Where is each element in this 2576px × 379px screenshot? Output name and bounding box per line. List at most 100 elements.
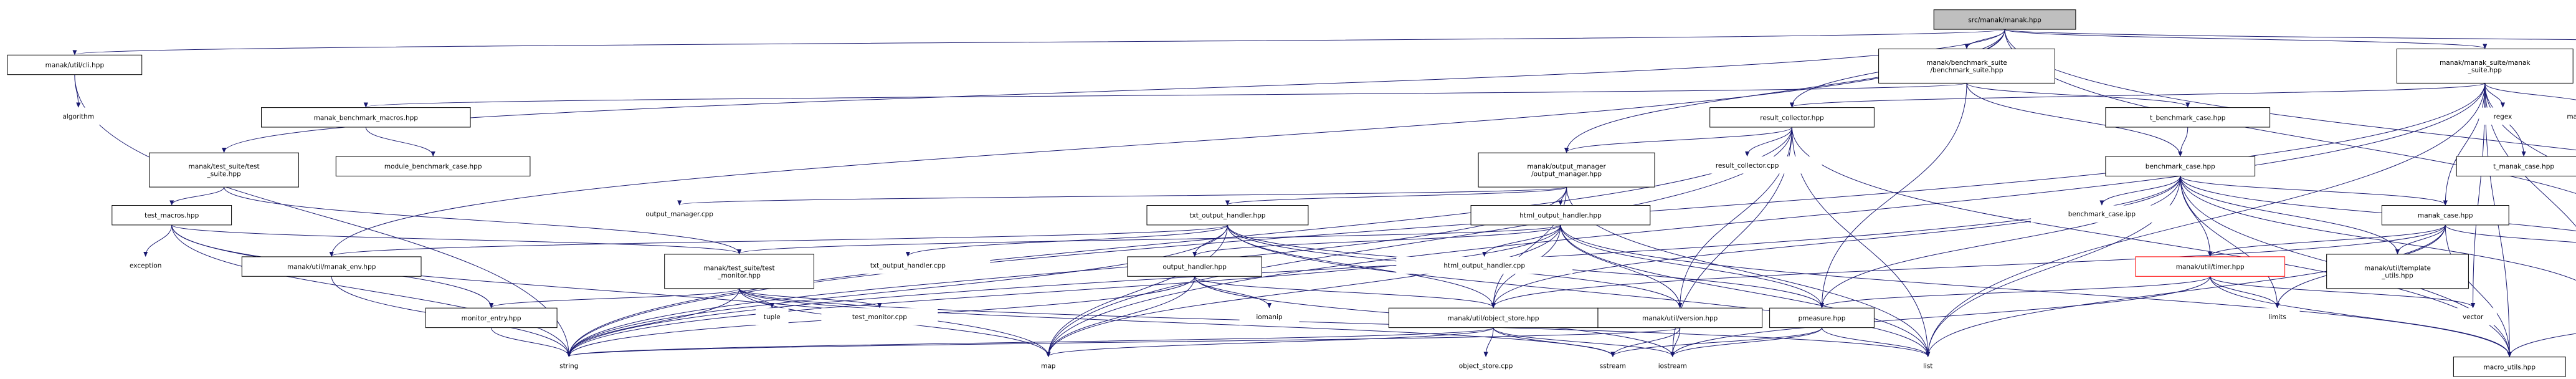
node-label: _suite.hpp	[206, 171, 241, 178]
edge-output_handler-to-object_store	[1194, 276, 1493, 307]
edge-benchmark_case-to-manak_case	[2180, 175, 2446, 204]
node-test-suite[interactable]: manak/test_suite/test_suite.hpp	[149, 152, 299, 188]
edge-timer-to-limits	[2210, 276, 2278, 307]
node-box	[149, 152, 299, 188]
node-label: object_store.cpp	[1459, 362, 1513, 370]
node-box	[241, 256, 422, 277]
node-cli[interactable]: manak/util/cli.hpp	[7, 54, 143, 75]
edge-html_output_handler-to-string	[569, 224, 1561, 357]
edge-html_output_handler-to-test_monitor	[739, 224, 1561, 254]
node-bench-suite[interactable]: manak/benchmark_suite/benchmark_suite.hp…	[1878, 49, 2056, 84]
node-box	[2539, 107, 2576, 125]
node-box	[2381, 205, 2509, 226]
edge-manak_suite-to-result_collector	[1792, 82, 2486, 107]
node-output-handler[interactable]: output_handler.hpp	[1127, 256, 1263, 277]
node-test-monitor-cpp: test_monitor.cpp	[821, 308, 938, 325]
node-test-macros[interactable]: test_macros.hpp	[112, 205, 232, 226]
edge-version-to-sstream	[1613, 327, 1681, 357]
node-box	[821, 308, 938, 325]
node-box	[261, 107, 471, 128]
edge-cli-to-algorithm	[74, 74, 78, 107]
edge-output_manager-to-output_manager_cpp	[680, 186, 1567, 204]
edge-manak_suite-to-regex	[2484, 83, 2503, 107]
node-test-monitor[interactable]: manak/test_suite/test_monitor.hpp	[664, 254, 814, 289]
node-manak-suite[interactable]: manak/manak_suite/manak_suite.hpp	[2396, 49, 2574, 84]
node-result-collector[interactable]: result_collector.hpp	[1709, 107, 1875, 128]
node-box	[2456, 156, 2576, 176]
edge-html_output_handler-to-macro_utils	[1560, 224, 2509, 357]
node-box	[1146, 205, 1309, 226]
edge-output_manager-to-txt_output_handler	[1227, 186, 1567, 204]
node-label: vector	[2463, 314, 2484, 321]
node-box	[44, 107, 112, 125]
edge-html_output_handler-to-output_handler	[1195, 224, 1561, 256]
node-t-bench-case[interactable]: t_benchmark_case.hpp	[2105, 107, 2271, 128]
node-label: benchmark_case.hpp	[2146, 163, 2215, 171]
node-box	[1642, 357, 1703, 375]
node-timer[interactable]: manak/util/timer.hpp	[2135, 256, 2286, 277]
edge-test_monitor-to-monitor_entry	[492, 288, 740, 307]
node-monitor-entry[interactable]: monitor_entry.hpp	[425, 307, 558, 329]
node-box	[2105, 156, 2256, 176]
node-manak-case[interactable]: manak_case.hpp	[2381, 205, 2509, 226]
node-benchmark-case[interactable]: benchmark_case.hpp	[2105, 156, 2256, 176]
node-txt-output-handler[interactable]: txt_output_handler.hpp	[1146, 205, 1309, 226]
edge-object_store-to-string	[569, 327, 1494, 357]
node-label: manak/util/template	[2364, 264, 2431, 272]
node-label: txt_output_handler.hpp	[1189, 212, 1265, 219]
node-root[interactable]: src/manak/manak.hpp	[1933, 9, 2076, 30]
node-box	[604, 205, 754, 223]
node-label: list	[1923, 362, 1932, 370]
edge-html_output_handler-to-pmeasure	[1560, 224, 1822, 307]
node-label: src/manak/manak.hpp	[1968, 16, 2041, 24]
node-bench-macros[interactable]: manak_benchmark_macros.hpp	[261, 107, 471, 128]
node-object-store[interactable]: manak/util/object_store.hpp	[1388, 307, 1599, 329]
edge-benchmark_case-to-functional	[2180, 176, 2576, 231]
node-output-manager[interactable]: manak/output_manager/output_manager.hpp	[1478, 152, 1655, 188]
edge-html_output_handler-to-version	[1560, 224, 1680, 307]
node-iomanip: iomanip	[1239, 308, 1300, 325]
node-macro-utils[interactable]: macro_utils.hpp	[2453, 357, 2566, 377]
node-label: /benchmark_suite.hpp	[1931, 67, 2003, 74]
node-version[interactable]: manak/util/version.hpp	[1597, 307, 1763, 329]
node-box	[1933, 9, 2076, 30]
node-box	[1127, 256, 1263, 277]
node-label: monitor_entry.hpp	[462, 315, 521, 322]
edge-txt_output_handler-to-map	[1048, 224, 1228, 357]
node-label: manak/test_suite/test	[189, 163, 260, 171]
node-label: macro_utils.hpp	[2483, 363, 2536, 371]
edge-manak_case-to-functional	[2445, 224, 2576, 243]
node-label: output_manager.cpp	[645, 211, 713, 218]
node-label: t_manak_case.hpp	[2493, 163, 2554, 171]
edge-set_env-to-macro_utils	[2509, 333, 2576, 356]
node-box	[1709, 107, 1875, 128]
node-label: manak/util/object_store.hpp	[1448, 315, 1539, 322]
node-template-utils[interactable]: manak/util/template_utils.hpp	[2326, 254, 2469, 289]
node-box	[825, 256, 991, 274]
node-box	[1478, 152, 1655, 188]
node-t-manak-case[interactable]: t_manak_case.hpp	[2456, 156, 2576, 176]
node-html-output-handler[interactable]: html_output_handler.hpp	[1470, 205, 1651, 226]
node-limits: limits	[2255, 308, 2300, 325]
node-benchmark-case-ipp: benchmark_case.ipp	[2031, 205, 2173, 223]
node-manak-env[interactable]: manak/util/manak_env.hpp	[241, 256, 422, 277]
node-list: list	[1911, 357, 1944, 375]
edge-bench_suite-to-benchmark_case	[1966, 83, 2180, 156]
edge-test_suite-to-test_monitor	[224, 187, 739, 254]
node-box	[1911, 357, 1944, 375]
node-pmeasure[interactable]: pmeasure.hpp	[1769, 307, 1875, 329]
node-string: string	[544, 357, 593, 375]
edge-output_handler-to-map	[1048, 276, 1195, 356]
node-box	[1672, 156, 1822, 174]
edge-test_macros-to-string	[171, 224, 569, 357]
edge-root-to-cli	[75, 29, 2005, 54]
edge-manak_case-to-list	[1928, 224, 2446, 357]
edge-manak_suite-to-map	[1048, 83, 2486, 356]
node-label: result_collector.cpp	[1716, 162, 1779, 170]
node-module-bench-case[interactable]: module_benchmark_case.hpp	[335, 156, 531, 176]
node-object-store-cpp: object_store.cpp	[1426, 357, 1546, 375]
node-label: html_output_handler.hpp	[1519, 212, 1602, 219]
edge-manak_suite-to-manak_suite_cpp	[2484, 83, 2576, 100]
file-nodes: src/manak/manak.hpp manak/util/cli.hpp man…	[7, 9, 2576, 377]
node-box	[2031, 205, 2173, 223]
